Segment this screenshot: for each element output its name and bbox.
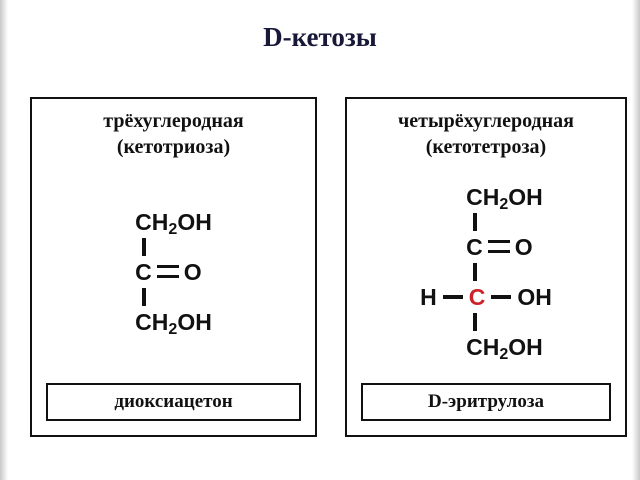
carbon-atom: C — [466, 233, 483, 260]
vertical-bond — [473, 212, 477, 231]
bond-row — [420, 212, 552, 231]
vertical-bond — [473, 312, 477, 331]
compound-name: D-эритрулоза — [428, 391, 544, 412]
vertical-bond — [142, 237, 146, 256]
compound-name-box: диоксиацетон — [46, 383, 301, 421]
formula-row-ch2oh-bottom: CH2OH — [466, 333, 552, 363]
bond-row — [135, 287, 212, 306]
atom-group: OH — [177, 308, 212, 335]
carbon-atom: C — [135, 258, 152, 285]
panel-header-line1: трёхуглеродная — [103, 110, 244, 132]
oxygen-atom: O — [183, 258, 202, 285]
bond-row — [135, 237, 212, 256]
bond-row — [420, 312, 552, 331]
atom-group: OH — [177, 208, 212, 235]
panel-header: четырёхуглеродная (кетотетроза) — [398, 108, 574, 160]
subscript: 2 — [168, 220, 178, 238]
atom-group: OH — [508, 333, 543, 360]
subscript: 2 — [499, 195, 509, 213]
panel-header-line1: четырёхуглеродная — [397, 110, 574, 132]
formula-row-chiral: H C OH — [420, 284, 552, 310]
double-bond — [156, 264, 179, 278]
subscript: 2 — [168, 320, 178, 338]
panel-header-line2: (кетотриоза) — [116, 136, 231, 158]
subscript: 2 — [499, 345, 509, 363]
hydroxyl-group: OH — [517, 283, 552, 310]
slide-edge-left — [0, 0, 8, 480]
formula-row-ch2oh-top: CH2OH — [466, 183, 552, 213]
single-bond — [442, 295, 463, 299]
atom-group: OH — [508, 183, 543, 210]
double-bond — [487, 239, 510, 253]
panel-header-line2: (кетотетроза) — [425, 136, 547, 158]
atom-group: CH — [135, 208, 169, 235]
formula-row-ch2oh-top: CH2OH — [135, 208, 212, 238]
chiral-carbon-atom: C — [468, 283, 486, 310]
oxygen-atom: O — [514, 233, 533, 260]
page-title: D-кетозы — [263, 22, 377, 52]
vertical-bond — [473, 262, 477, 281]
panel-header: трёхуглеродная (кетотриоза) — [103, 108, 243, 160]
vertical-bond — [142, 287, 146, 306]
compound-name-box: D-эритрулоза — [361, 383, 611, 421]
compound-name: диоксиацетон — [114, 391, 233, 412]
atom-group: CH — [466, 333, 500, 360]
atom-group: CH — [466, 183, 500, 210]
hydrogen-atom: H — [420, 283, 437, 310]
single-bond — [491, 295, 512, 299]
bond-row — [420, 262, 552, 281]
slide-edge-right — [632, 0, 640, 480]
atom-group: CH — [135, 308, 169, 335]
formula-row-ch2oh-bottom: CH2OH — [135, 308, 212, 338]
